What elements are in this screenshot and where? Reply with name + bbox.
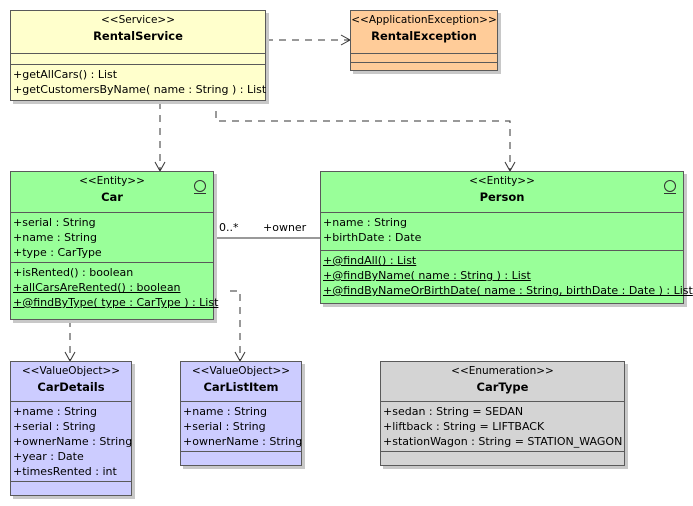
operations-section: +@findAll() : List +@findByName( name : … [321,251,693,300]
attribute: +timesRented : int [13,465,117,478]
class-rental-exception[interactable]: <<ApplicationException>> RentalException [350,10,498,71]
operation: +@findByName( name : String ) : List [323,269,531,282]
attribute: +ownerName : String [183,435,303,448]
attribute: +name : String [183,405,267,418]
attribute: +name : String [323,216,407,229]
attribute: +serial : String [13,216,96,229]
attributes-section: +name : String +birthDate : Date [321,213,683,251]
class-car-list-item[interactable]: <<ValueObject>> CarListItem +name : Stri… [180,361,302,466]
stereotype: <<Entity>> [79,175,145,187]
entity-icon [194,180,206,194]
operation: +getAllCars() : List [13,68,118,81]
class-car-type[interactable]: <<Enumeration>> CarType +sedan : String … [380,361,625,466]
operations-section [181,452,301,461]
attributes-section: +serial : String +name : String +type : … [11,213,213,263]
class-name: RentalService [93,29,183,43]
stereotype: <<ValueObject>> [21,365,121,377]
attribute: +liftback : String = LIFTBACK [383,420,545,433]
stereotype: <<Entity>> [469,175,535,187]
attributes-section [11,54,265,65]
stereotype: <<Enumeration>> [451,365,554,377]
association-multiplicity: 0..* [219,221,239,234]
class-person[interactable]: <<Entity>> Person +name : String +birthD… [320,171,693,304]
dep-car-carlistitem [230,290,246,363]
class-name: CarListItem [203,380,279,394]
attribute: +name : String [13,231,97,244]
operation: +@findByNameOrBirthDate( name : String, … [323,284,693,297]
attribute: +ownerName : String [13,435,133,448]
operation: +@findByType( type : CarType ) : List [13,296,219,309]
stereotype: <<ValueObject>> [191,365,291,377]
attributes-section: +name : String +serial : String +ownerNa… [11,402,133,482]
attributes-section: +name : String +serial : String +ownerNa… [181,402,303,452]
operation: +isRented() : boolean [13,266,134,279]
operation: +@findAll() : List [323,254,417,267]
class-rental-service[interactable]: <<Service>> RentalService +getAllCars() … [10,10,266,101]
attribute: +name : String [13,405,97,418]
attribute: +type : CarType [13,246,102,259]
attribute: +birthDate : Date [323,231,422,244]
class-name: CarDetails [37,380,105,394]
operations-section: +getAllCars() : List +getCustomersByName… [11,65,267,99]
operations-section: +isRented() : boolean +allCarsAreRented(… [11,263,219,312]
attribute: +serial : String [13,420,96,433]
attribute: +serial : String [183,420,266,433]
entity-icon [664,180,676,194]
class-name: RentalException [371,29,477,43]
attributes-section [351,54,497,63]
operation: +allCarsAreRented() : boolean [13,281,181,294]
operations-section [11,482,131,491]
attribute: +year : Date [13,450,84,463]
operation: +getCustomersByName( name : String ) : L… [13,83,267,96]
operations-section [351,63,497,70]
class-name: CarType [476,380,529,394]
operations-section [381,452,624,461]
attributes-section: +sedan : String = SEDAN +liftback : Stri… [381,402,624,452]
class-name: Person [479,190,525,204]
class-car[interactable]: <<Entity>> Car +serial : String +name : … [10,171,219,320]
stereotype: <<Service>> [101,14,175,26]
attribute: +sedan : String = SEDAN [383,405,524,418]
stereotype: <<ApplicationException>> [351,14,497,26]
class-name: Car [101,190,123,204]
association-role: +owner [263,221,307,234]
attribute: +stationWagon : String = STATION_WAGON [383,435,623,448]
dep-service-person [215,111,516,173]
class-car-details[interactable]: <<ValueObject>> CarDetails +name : Strin… [10,361,132,496]
